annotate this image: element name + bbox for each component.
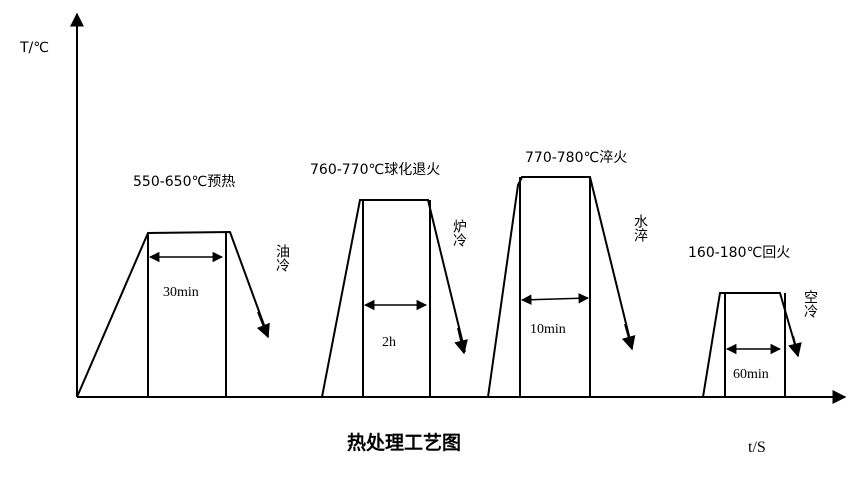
stage-quench-label: 770-780℃淬火 [525, 150, 627, 166]
stage-temper-profile [702, 292, 799, 398]
stage-temper: 160-180℃回火 60min 空冷 [688, 245, 818, 398]
stage-quench-cooling: 水淬 [632, 214, 648, 242]
stage-temper-label: 160-180℃回火 [688, 245, 790, 261]
stage-anneal-profile [321, 199, 466, 398]
stage-anneal-cooling: 炉冷 [451, 219, 467, 247]
y-axis-label: T/℃ [19, 40, 49, 56]
stage-quench-cooling-arrow [621, 323, 636, 351]
stage-quench-hold-arrow [520, 293, 590, 305]
stage-quench-profile [487, 176, 633, 398]
x-axis-label: t/S [748, 439, 766, 456]
stage-quench: 770-780℃淬火 10min 水淬 [487, 150, 648, 398]
stage-preheat-label: 550-650℃预热 [133, 174, 235, 190]
stage-preheat: 550-650℃预热 30min 油冷 [76, 174, 290, 398]
stage-temper-hold: 60min [733, 367, 769, 382]
stage-preheat-cooling: 油冷 [274, 244, 290, 272]
stage-preheat-cooling-arrow [256, 311, 270, 339]
stage-anneal: 760-770℃球化退火 2h 炉冷 [310, 162, 468, 398]
diagram-title: 热处理工艺图 [347, 431, 461, 454]
stage-anneal-label: 760-770℃球化退火 [310, 162, 440, 178]
stage-quench-hold: 10min [530, 322, 566, 337]
stage-temper-cooling: 空冷 [802, 290, 818, 318]
stage-temper-cooling-arrow [788, 335, 802, 358]
stage-anneal-cooling-arrow [454, 327, 468, 355]
stage-preheat-hold: 30min [163, 285, 199, 300]
stage-preheat-profile [76, 230, 269, 398]
stage-anneal-hold: 2h [382, 335, 396, 350]
